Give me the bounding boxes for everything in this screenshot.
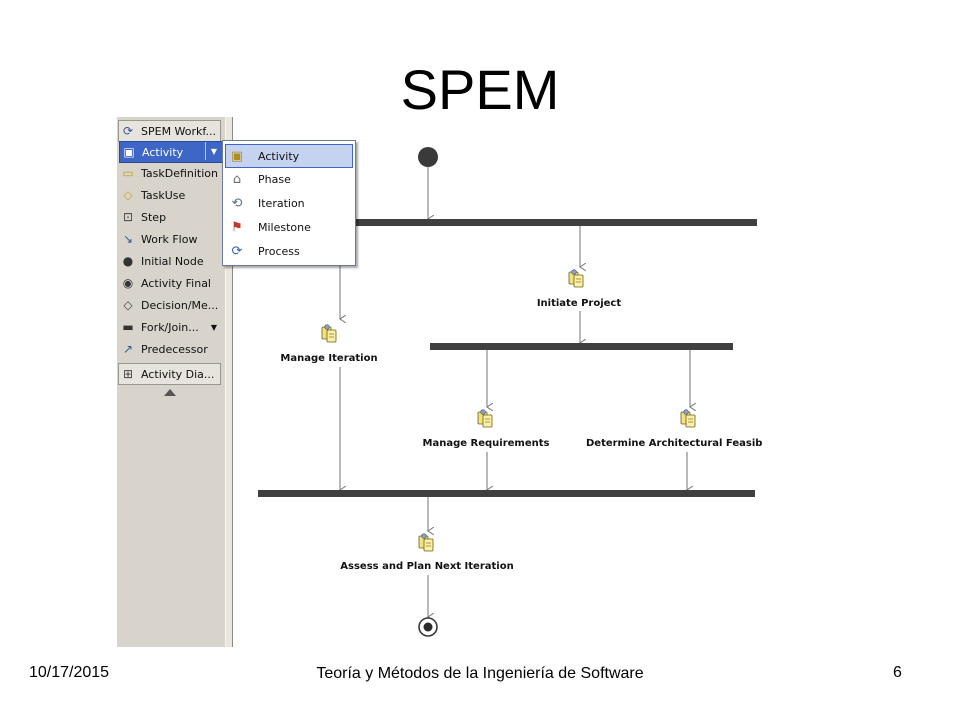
palette-item-label: Activity Dia... [141,367,215,381]
fork-bar-2[interactable] [430,343,733,350]
menu-item-label: Activity [258,149,300,163]
activity-icon: ▣ [230,148,244,164]
work-flow-icon: ↘ [122,232,134,246]
manage-requirements-label[interactable]: Manage Requirements [423,438,550,449]
assess-plan-label[interactable]: Assess and Plan Next Iteration [340,561,513,572]
palette-item-label: Activity Final [141,276,211,290]
menu-item-label: Iteration [258,196,305,210]
determine-feasibility-label[interactable]: Determine Architectural Feasibility [586,438,762,449]
palette-item-initial-node[interactable]: ● Initial Node [119,251,221,271]
menu-item-iteration[interactable]: ⟲ Iteration [226,192,352,214]
palette-item-label: TaskUse [141,188,186,202]
menu-item-process[interactable]: ⟳ Process [226,240,352,262]
palette-item-fork-join[interactable]: ▬ Fork/Join... ▼ [119,317,221,337]
initiate-project-label[interactable]: Initiate Project [537,298,622,309]
initial-node[interactable] [418,147,438,167]
palette-item-activity[interactable]: ▣ Activity ▼ [119,141,223,163]
activity-icon: ▣ [123,145,135,159]
activity-diagram-icon: ⊞ [122,367,134,381]
palette-item-spem-workflow[interactable]: ⟳ SPEM Workf... [118,120,221,142]
manage-iteration-label[interactable]: Manage Iteration [280,353,377,364]
manage-iteration-activity-icon[interactable] [321,324,337,343]
phase-icon: ⌂ [232,171,242,187]
manage-requirements-activity-icon[interactable] [477,409,493,428]
chevron-down-icon[interactable]: ▼ [210,322,217,332]
spem-workflow-icon: ⟳ [122,124,134,138]
palette-item-decision-merge[interactable]: ◇ Decision/Me... [119,295,221,315]
chevron-down-icon[interactable]: ▼ [205,142,222,160]
activity-final-node[interactable] [418,617,438,637]
palette-splitter[interactable] [225,117,233,647]
menu-item-label: Process [258,244,300,258]
palette-item-activity-final[interactable]: ◉ Activity Final [119,273,221,293]
task-definition-icon: ▭ [122,166,134,180]
palette-item-task-definition[interactable]: ▭ TaskDefinition [119,163,221,183]
screenshot: Initiate Project Manage Iteration Manage… [117,117,762,647]
palette-item-label: Fork/Join... [141,320,199,334]
palette-item-activity-diagram[interactable]: ⊞ Activity Dia... [118,363,221,385]
palette-item-work-flow[interactable]: ↘ Work Flow [119,229,221,249]
palette-item-label: TaskDefinition [141,166,219,180]
step-icon: ⊡ [122,210,134,224]
palette-item-label: Initial Node [141,254,204,268]
task-use-icon: ◇ [123,188,133,202]
determine-feasibility-activity-icon[interactable] [680,409,696,428]
menu-item-phase[interactable]: ⌂ Phase [226,168,352,190]
activity-diagram-canvas[interactable]: Initiate Project Manage Iteration Manage… [117,117,762,647]
fork-join-icon: ▬ [122,320,134,334]
menu-item-label: Phase [258,172,291,186]
activity-type-dropdown-menu: ▣ Activity ⌂ Phase ⟲ Iteration ⚑ Milesto… [222,140,356,266]
footer-page-number: 6 [893,664,902,681]
process-icon: ⟳ [231,243,243,259]
palette-item-predecessor[interactable]: ↗ Predecessor [119,339,221,359]
decision-merge-icon: ◇ [123,298,133,312]
palette-item-step[interactable]: ⊡ Step [119,207,221,227]
initial-node-icon: ● [122,254,134,268]
activity-final-icon: ◉ [122,276,134,290]
initiate-project-activity-icon[interactable] [568,269,584,288]
menu-item-activity[interactable]: ▣ Activity [225,144,353,168]
join-bar[interactable] [258,490,755,497]
scroll-up-arrow-icon[interactable] [164,389,176,396]
assess-plan-activity-icon[interactable] [418,533,434,552]
palette-item-label: Predecessor [141,342,208,356]
palette-item-label: Decision/Me... [141,298,219,312]
menu-item-label: Milestone [258,220,311,234]
tool-palette: ⟳ SPEM Workf... ▣ Activity ▼ ▭ TaskDefin… [117,117,226,647]
slide-title: SPEM [400,58,560,121]
predecessor-icon: ↗ [122,342,134,356]
footer-date: 10/17/2015 [29,664,110,681]
fork-bar-1[interactable] [329,219,757,226]
palette-item-label: Work Flow [141,232,198,246]
palette-item-label: Activity [142,145,184,159]
iteration-icon: ⟲ [231,195,243,211]
palette-item-label: Step [141,210,167,224]
milestone-icon: ⚑ [231,219,243,235]
palette-item-task-use[interactable]: ◇ TaskUse [119,185,221,205]
palette-item-label: SPEM Workf... [141,124,216,138]
menu-item-milestone[interactable]: ⚑ Milestone [226,216,352,238]
footer-course-title: Teoría y Métodos de la Ingeniería de Sof… [316,665,644,682]
